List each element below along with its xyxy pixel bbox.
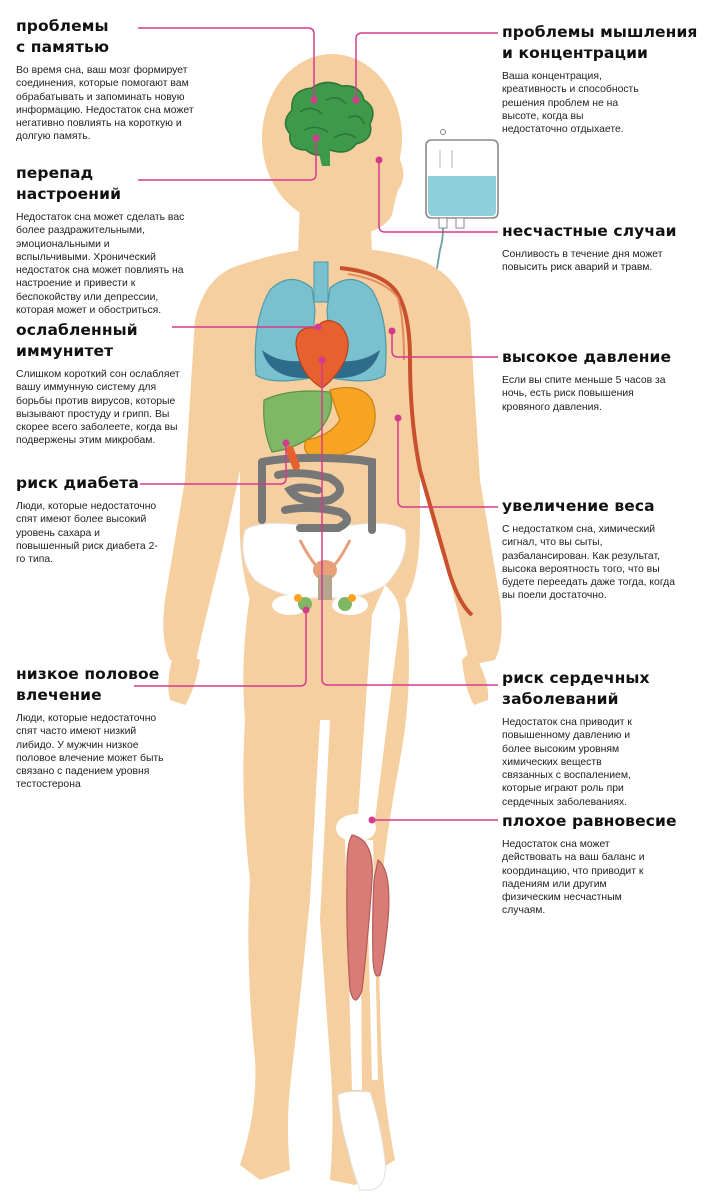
annotation-text: Слишком короткий сон ослабляет вашу имму… [16,369,180,447]
annotation-title: риск диабета [16,474,139,492]
annotation-diabetes: риск диабета Люди, которые недостаточно … [16,473,166,566]
annotation-thinking: проблемы мышления и концентрации Ваша ко… [502,22,702,136]
annotation-title: высокое давление [502,348,672,366]
annotation-title: риск сердечных заболеваний [502,669,650,708]
annotation-title: увеличение веса [502,497,655,515]
annotation-text: Недостаток сна приводит к повышенному да… [502,717,632,808]
annotation-text: Люди, которые недостаточно спят часто им… [16,713,164,791]
annotation-text: Люди, которые недостаточно спят имеют бо… [16,501,158,566]
annotation-title: несчастные случаи [502,222,677,240]
annotation-text: Ваша концентрация, креативность и способ… [502,71,639,136]
annotation-pressure: высокое давление Если вы спите меньше 5 … [502,347,702,414]
annotation-text: С недостатком сна, химический сигнал, чт… [502,524,675,602]
annotation-mood: перепад настроений Недостаток сна может … [16,163,186,317]
connector-lines [134,27,498,821]
annotation-memory: проблемы с памятью Во время сна, ваш моз… [16,16,206,144]
annotation-text: Если вы спите меньше 5 часов за ночь, ес… [502,375,666,413]
annotation-title: ослабленный иммунитет [16,321,138,360]
pancreas [286,446,300,470]
iv-bag [425,129,499,229]
annotation-text: Недостаток сна может сделать вас более р… [16,212,185,317]
annotation-libido: низкое половое влечение Люди, которые не… [16,664,176,792]
annotation-title: проблемы с памятью [16,17,110,56]
liver [263,390,333,453]
annotation-balance: плохое равновесие Недостаток сна может д… [502,811,702,918]
annotation-text: Сонливость в течение дня может повысить … [502,249,663,274]
skeleton [242,522,407,1191]
annotation-title: проблемы мышления и концентрации [502,23,698,62]
vein [347,273,405,361]
annotation-text: Во время сна, ваш мозг формирует соедине… [16,65,194,143]
annotation-title: низкое половое влечение [16,665,160,704]
intestines [258,453,376,534]
trachea [313,261,329,303]
annotation-title: перепад настроений [16,164,122,203]
annotation-title: плохое равновесие [502,812,677,830]
iv-fluid [428,176,496,216]
body-silhouette [163,54,502,1185]
annotation-accidents: несчастные случаи Сонливость в течение д… [502,221,702,275]
annotation-text: Недостаток сна может действовать на ваш … [502,839,645,917]
artery [339,266,474,617]
annotation-immunity: ослабленный иммунитет Слишком короткий с… [16,320,186,448]
annotation-weight: увеличение веса С недостатком сна, химич… [502,496,702,603]
leg-muscles [346,834,390,1001]
connector-dots [282,96,402,824]
brain [284,81,374,166]
annotation-heart: риск сердечных заболеваний Недостаток сн… [502,668,702,809]
